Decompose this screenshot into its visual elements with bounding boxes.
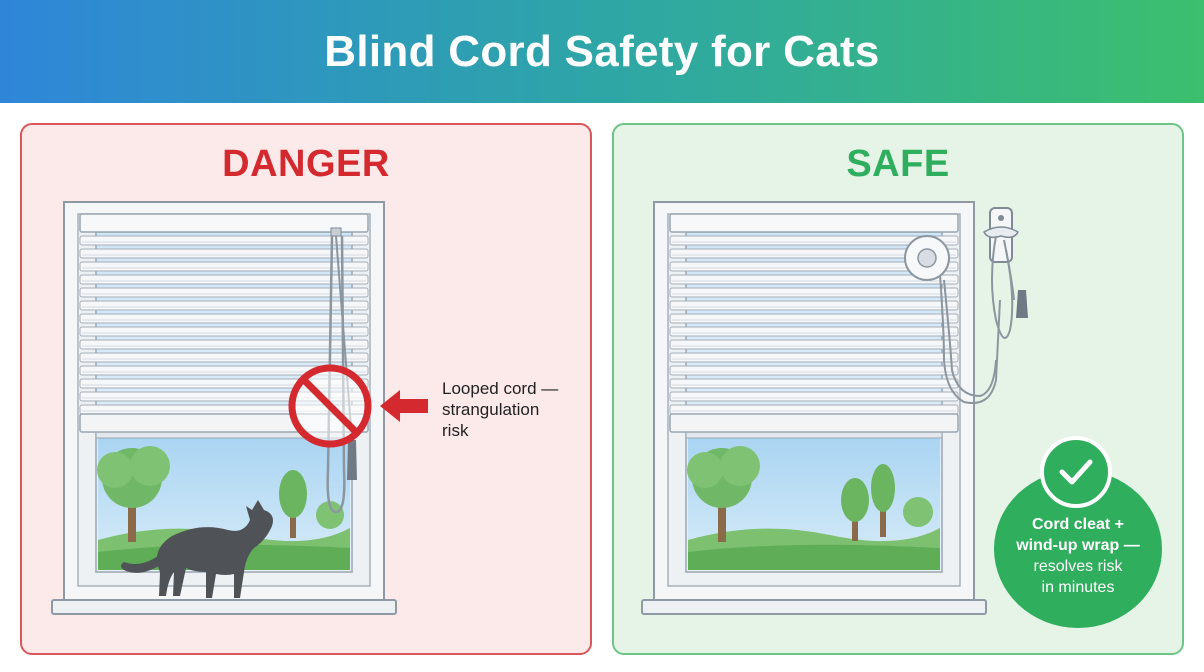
safe-blind-slats <box>669 235 959 415</box>
blind-slat <box>79 326 369 337</box>
blind-slat <box>79 287 369 298</box>
danger-window <box>51 201 428 615</box>
blind-slat <box>669 378 959 389</box>
badge-bold-line: wind-up wrap — <box>1016 537 1140 554</box>
safe-heading: SAFE <box>846 143 950 185</box>
badge-light-line: in minutes <box>1041 579 1115 596</box>
checkmark-icon <box>1040 436 1112 508</box>
checkmark-glyph <box>1059 459 1093 485</box>
blind-slat <box>79 248 369 259</box>
blind-slat <box>669 287 959 298</box>
blind-slat <box>669 248 959 259</box>
blind-slat <box>79 313 369 324</box>
blind-slat <box>669 352 959 363</box>
blind-slat <box>79 274 369 285</box>
page-title: Blind Cord Safety for Cats <box>324 26 880 76</box>
badge-light-line: resolves risk <box>1033 558 1123 575</box>
blind-slat <box>79 261 369 272</box>
blind-slat <box>79 235 369 246</box>
badge-bold-line: Cord cleat + <box>1031 516 1125 533</box>
blind-slat <box>669 404 959 415</box>
blind-slat <box>669 313 959 324</box>
blind-slat <box>669 235 959 246</box>
cord-cleat-icon <box>983 207 1028 339</box>
title-banner: Blind Cord Safety for Cats <box>0 0 1204 103</box>
blind-slat <box>669 339 959 350</box>
callout-line: strangulation <box>442 400 540 419</box>
blind-slat <box>669 261 959 272</box>
blind-slat <box>669 300 959 311</box>
blind-slat <box>669 365 959 376</box>
cat-silhouette <box>121 500 273 598</box>
blind-slat <box>79 339 369 350</box>
blind-slat <box>79 300 369 311</box>
safe-window <box>641 201 1028 615</box>
cord-winder-icon <box>904 235 1001 404</box>
danger-heading: DANGER <box>222 143 390 185</box>
callout-line: risk <box>442 421 469 440</box>
arrow-left-icon <box>380 390 428 422</box>
prohibition-icon <box>288 364 372 448</box>
safe-outdoor-scene <box>687 436 940 570</box>
blind-slat <box>79 352 369 363</box>
blind-slat <box>79 365 369 376</box>
blind-slat <box>669 274 959 285</box>
callout-line: Looped cord — <box>442 379 559 398</box>
blind-slat <box>669 391 959 402</box>
blind-slat <box>669 326 959 337</box>
danger-callout: Looped cord — strangulation risk <box>442 378 582 441</box>
